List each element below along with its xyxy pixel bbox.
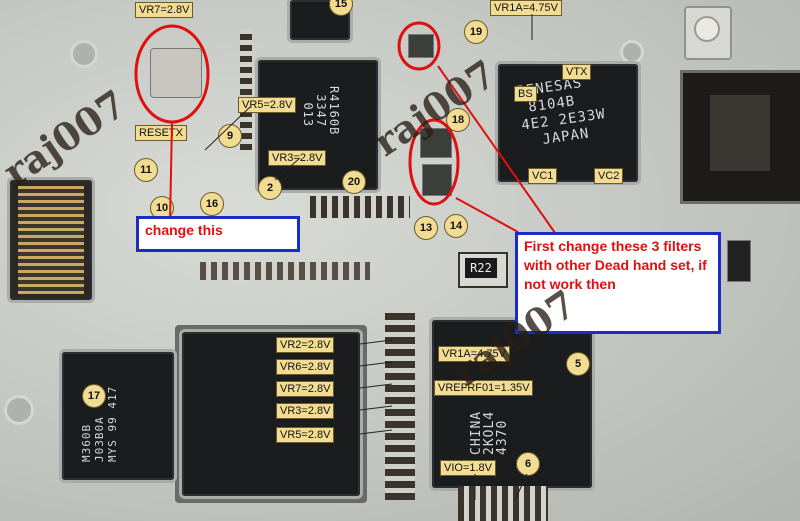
mounting-hole <box>4 395 34 425</box>
label-vr7-top: VR7=2.8V <box>135 2 194 18</box>
side-connector-slot <box>710 95 770 171</box>
filter-component <box>408 34 434 58</box>
label-vr1a-low: VR1A=4.75V <box>438 346 510 362</box>
leader-line <box>359 405 393 411</box>
label-vr1a-top: VR1A=4.75V <box>490 0 562 16</box>
stm-flash-chip <box>62 352 174 480</box>
filter-component <box>422 164 452 196</box>
label-vr7-low: VR7=2.8V <box>276 381 335 397</box>
leader-line <box>359 361 393 367</box>
filter-component <box>420 128 452 158</box>
marker-16: 16 <box>200 192 224 216</box>
label-vr3-low: VR3=2.8V <box>276 403 335 419</box>
pointer-line <box>169 121 173 223</box>
capacitor-row <box>310 196 410 218</box>
note-change-this: change this <box>136 216 300 252</box>
capacitor-row <box>200 262 370 280</box>
marker-9: 9 <box>218 124 242 148</box>
label-vtx: VTX <box>562 64 592 80</box>
label-bs: BS <box>514 86 537 102</box>
marker-14: 14 <box>444 214 468 238</box>
leader-line <box>359 339 393 345</box>
leader-line <box>359 429 393 435</box>
marker-2: 2 <box>258 176 282 200</box>
label-vreffr01: VREFRF01=1.35V <box>434 380 534 396</box>
rf-chip <box>258 60 378 190</box>
mounting-hole <box>70 40 98 68</box>
capacitor-row <box>385 310 415 500</box>
label-vc2: VC2 <box>594 168 624 184</box>
pointer-line <box>437 65 561 241</box>
label-vr6-low: VR6=2.8V <box>276 359 335 375</box>
marker-11: 11 <box>134 158 158 182</box>
marker-5: 5 <box>566 352 590 376</box>
side-connector <box>680 70 800 204</box>
highlight-ring-filter-top <box>397 21 441 71</box>
marker-17: 17 <box>82 384 106 408</box>
leader-line <box>359 383 393 389</box>
label-vc1: VC1 <box>528 168 558 184</box>
label-vr2-low: VR2=2.8V <box>276 337 335 353</box>
marker-18: 18 <box>446 108 470 132</box>
connector-pins <box>18 186 84 294</box>
reset-ic-package <box>150 48 202 98</box>
highlight-ring-reset <box>134 24 210 124</box>
label-vr3-mid: VR3=2.8V <box>268 150 327 166</box>
label-vr5-mid: VR5=2.8V <box>238 97 297 113</box>
note-first-change-filters: First change these 3 filters with other … <box>515 232 721 334</box>
leader-line <box>274 157 301 181</box>
marker-13: 13 <box>414 216 438 240</box>
antenna-socket <box>694 16 720 42</box>
marker-6: 6 <box>516 452 540 476</box>
capacitor-row <box>458 486 548 521</box>
pointer-line <box>455 197 519 233</box>
transistor <box>727 240 751 282</box>
renesas-chip <box>498 64 638 182</box>
capacitor-row <box>240 30 252 150</box>
r22-label: R22 <box>465 258 497 278</box>
highlight-ring-filters <box>408 118 460 206</box>
label-vio: VIO=1.8V <box>440 460 497 476</box>
leader-line <box>514 473 528 501</box>
label-vr5-low: VR5=2.8V <box>276 427 335 443</box>
mounting-hole <box>620 40 644 64</box>
leader-line <box>204 106 251 151</box>
marker-19: 19 <box>464 20 488 44</box>
marker-20: 20 <box>342 170 366 194</box>
